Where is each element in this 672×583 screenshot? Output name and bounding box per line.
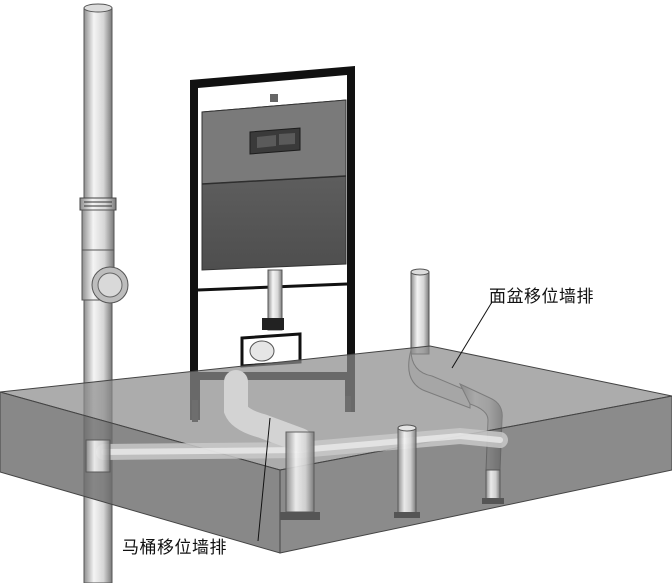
- vertical-stack-pipe: [79, 3, 129, 583]
- basin-leader-line: [451, 301, 493, 369]
- floor-slab: [0, 345, 672, 554]
- toilet-wall-drain-label: 马桶移位墙排: [122, 538, 227, 558]
- toilet-frame: [190, 66, 355, 422]
- basin-wall-drain-label: 面盆移位墙排: [489, 287, 594, 307]
- toilet-leader-line: [257, 417, 271, 542]
- slab-drain-pipes: [85, 370, 508, 520]
